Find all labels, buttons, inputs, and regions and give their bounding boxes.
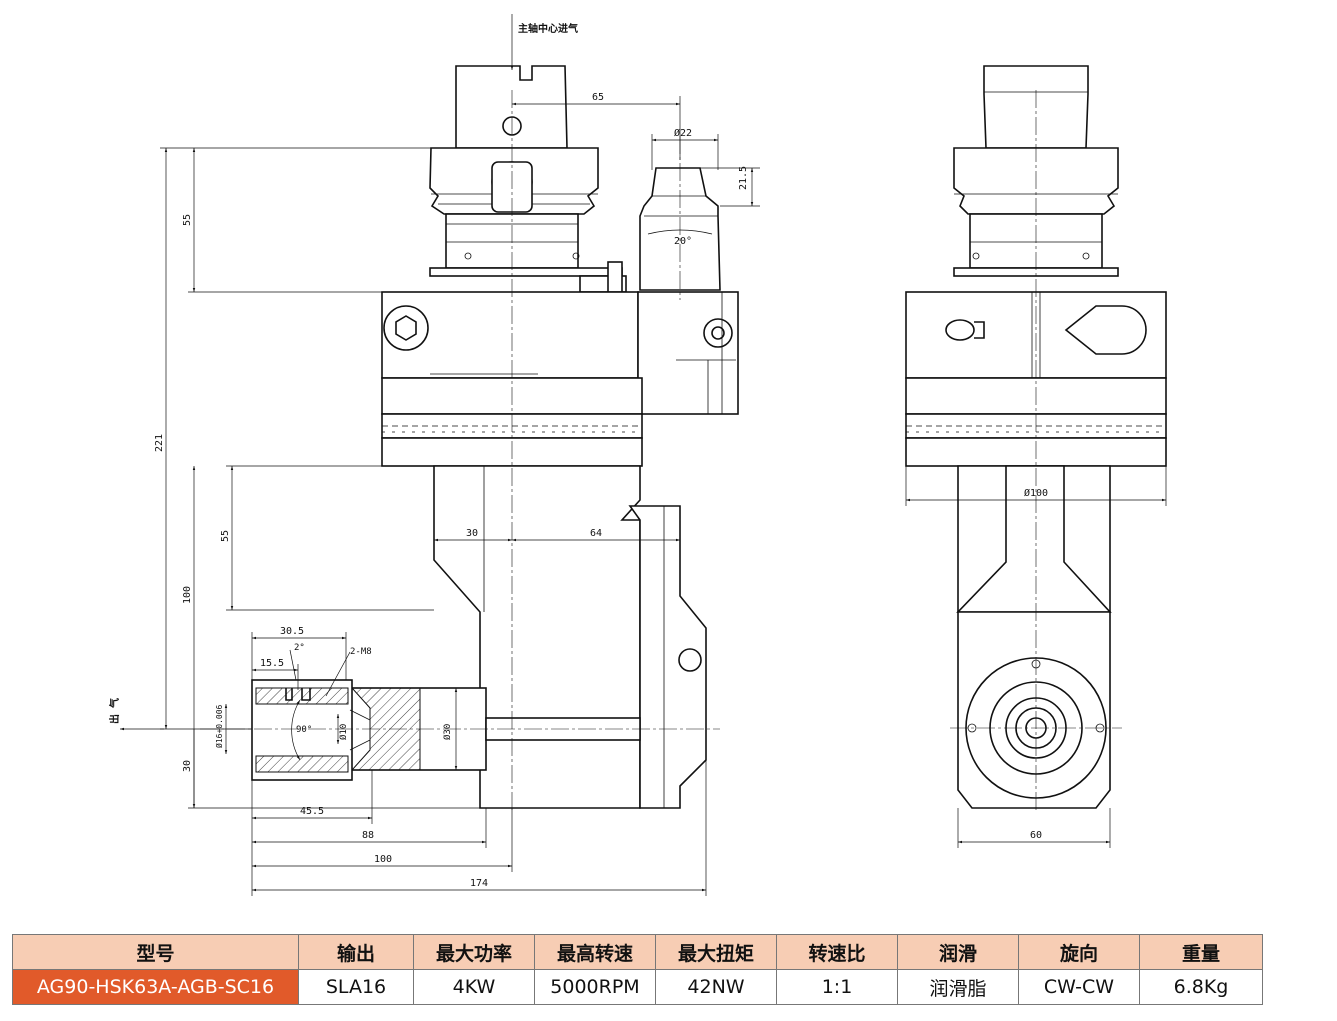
dimension-lines — [120, 14, 1167, 896]
cell-rotation: CW-CW — [1018, 969, 1140, 1005]
label-air-outlet: 出 气 — [108, 698, 121, 724]
header-max-torque: 最大扭矩 — [655, 934, 777, 970]
header-max-power: 最大功率 — [413, 934, 535, 970]
header-ratio: 转速比 — [776, 934, 898, 970]
spec-table: 型号 输出 最大功率 最高转速 最大扭矩 转速比 润滑 旋向 重量 AG90-H… — [12, 934, 1263, 1005]
dim-221: 221 — [154, 434, 165, 452]
dim-55-top: 55 — [182, 214, 193, 226]
spec-data-row: AG90-HSK63A-AGB-SC16 SLA16 4KW 5000RPM 4… — [12, 969, 1263, 1005]
label-deg90: 90° — [296, 725, 312, 735]
cell-output: SLA16 — [298, 969, 414, 1005]
label-spindle-air: 主轴中心进气 — [518, 22, 578, 35]
cell-max-torque: 42NW — [655, 969, 777, 1005]
technical-drawing: 主轴中心进气 65 Ø22 21.5 20° 55 221 30 64 55 1… — [108, 14, 1167, 896]
front-view — [200, 65, 739, 810]
header-lubrication: 润滑 — [897, 934, 1019, 970]
spec-header-row: 型号 输出 最大功率 最高转速 最大扭矩 转速比 润滑 旋向 重量 — [12, 934, 1263, 970]
header-output: 输出 — [298, 934, 414, 970]
label-dia30: Ø30 — [442, 724, 453, 740]
dim-60: 60 — [1030, 830, 1042, 841]
label-dia10: Ø10 — [338, 724, 349, 740]
label-dia100: Ø100 — [1024, 487, 1048, 499]
header-rotation: 旋向 — [1018, 934, 1140, 970]
dim-174: 174 — [470, 878, 488, 889]
dim-15-5: 15.5 — [260, 658, 284, 669]
dim-21-5: 21.5 — [738, 166, 749, 190]
dim-30-5: 30.5 — [280, 626, 304, 637]
dim-45-5: 45.5 — [300, 806, 324, 817]
cell-model: AG90-HSK63A-AGB-SC16 — [12, 969, 299, 1005]
dim-65: 65 — [592, 92, 604, 103]
label-dia16: Ø16+0.006 — [214, 704, 224, 748]
header-weight: 重量 — [1139, 934, 1263, 970]
drawing-labels: 主轴中心进气 65 Ø22 21.5 20° 55 221 30 64 55 1… — [108, 22, 1048, 889]
dim-30-horizontal: 30 — [466, 528, 478, 539]
side-view — [905, 65, 1167, 810]
label-dia22: Ø22 — [674, 127, 692, 139]
label-thread: 2-M8 — [350, 647, 372, 657]
dim-100-vertical: 100 — [182, 586, 193, 604]
label-deg20: 20° — [674, 236, 692, 247]
cell-lubrication: 润滑脂 — [897, 969, 1019, 1005]
header-max-speed: 最高转速 — [534, 934, 656, 970]
header-model: 型号 — [12, 934, 299, 970]
dim-55-mid: 55 — [220, 530, 231, 542]
cell-max-power: 4KW — [413, 969, 535, 1005]
dim-100-horizontal: 100 — [374, 854, 392, 865]
dim-88: 88 — [362, 830, 374, 841]
cell-ratio: 1:1 — [776, 969, 898, 1005]
label-deg2: 2° — [294, 643, 305, 653]
dim-64: 64 — [590, 528, 602, 539]
dim-30-vertical: 30 — [182, 760, 193, 772]
cell-weight: 6.8Kg — [1139, 969, 1263, 1005]
cell-max-speed: 5000RPM — [534, 969, 656, 1005]
